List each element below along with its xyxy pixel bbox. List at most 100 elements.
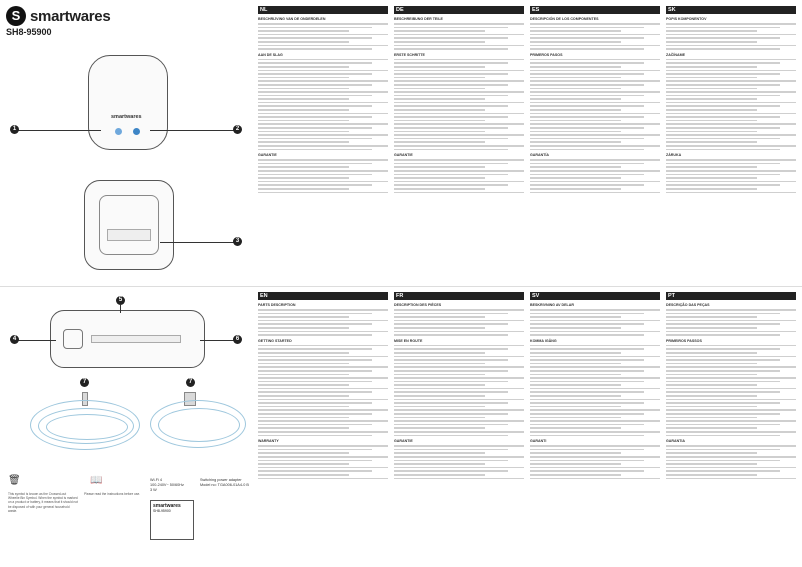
power-cable-coil (150, 400, 246, 448)
text-line (666, 130, 757, 133)
text-line (530, 98, 621, 100)
text-line (530, 477, 660, 480)
hub-brandmark: smartwares (111, 114, 142, 120)
text-line (666, 312, 781, 315)
section-heading: GARANTIA (666, 439, 685, 444)
text-line (394, 445, 524, 447)
text-line (666, 123, 796, 126)
text-line (530, 323, 645, 325)
section-heading: POPIS KOMPONENTOV (666, 17, 707, 21)
text-line (394, 355, 524, 358)
text-line (258, 409, 388, 412)
text-line (530, 369, 645, 372)
text-line (394, 101, 524, 104)
text-line (258, 351, 349, 354)
hub-rear-illustration (84, 180, 174, 270)
text-line (394, 402, 509, 404)
text-line (666, 395, 757, 397)
text-line (258, 398, 388, 401)
text-line (530, 459, 645, 462)
section-heading: AAN DE SLAG (258, 52, 283, 57)
text-line (394, 94, 509, 97)
text-line (666, 326, 757, 329)
text-line (394, 137, 509, 140)
text-line (530, 187, 621, 190)
text-line (530, 348, 645, 350)
text-line (666, 459, 781, 462)
text-line (666, 177, 757, 179)
text-line (258, 137, 373, 140)
text-line (666, 319, 796, 322)
text-line (258, 326, 349, 329)
text-line (530, 448, 645, 451)
text-line (258, 40, 349, 43)
text-line (530, 455, 660, 458)
text-line (530, 162, 645, 165)
text-line (666, 159, 796, 161)
text-line (394, 26, 509, 29)
indicator-wifi-icon (133, 128, 140, 135)
text-line (666, 33, 796, 36)
text-line (258, 463, 349, 465)
text-line (666, 187, 757, 190)
text-line (666, 40, 757, 43)
text-line (258, 323, 373, 325)
text-line (530, 105, 645, 108)
text-line (530, 427, 621, 429)
section-heading: BESKRIVNING AV DELAR (530, 303, 574, 307)
spec-box: smartwares SH8-95900 (150, 500, 194, 540)
text-line (394, 309, 524, 311)
text-line (530, 23, 660, 25)
text-line (530, 391, 645, 394)
callout-2: 2 (233, 125, 242, 134)
text-line (666, 380, 781, 383)
text-line (666, 391, 781, 394)
text-line (666, 466, 796, 469)
text-line (394, 116, 509, 118)
text-line (666, 80, 796, 82)
text-line (666, 448, 781, 451)
text-line (258, 191, 388, 194)
text-line (530, 420, 660, 422)
text-line (530, 351, 621, 354)
text-line (666, 384, 757, 386)
brand-name: smartwares (30, 7, 111, 25)
text-line (530, 319, 660, 322)
callout-5: 5 (116, 296, 125, 305)
text-line (530, 91, 660, 93)
text-line (394, 330, 524, 333)
text-line (258, 116, 373, 118)
text-line (666, 445, 796, 447)
text-line (530, 413, 645, 415)
lang-header: PT (666, 292, 796, 300)
text-line (666, 463, 757, 465)
text-line (258, 184, 373, 186)
text-line (530, 316, 621, 318)
text-line (258, 169, 388, 172)
text-line (666, 420, 796, 422)
text-line (394, 159, 524, 161)
text-line (530, 173, 645, 176)
text-line (530, 416, 621, 419)
text-line (258, 76, 349, 79)
text-line (666, 73, 781, 75)
text-line (394, 366, 524, 368)
text-line (258, 123, 388, 126)
lang-header: EN (258, 292, 388, 300)
text-line (530, 312, 645, 315)
text-line (666, 65, 757, 68)
text-line (258, 65, 349, 68)
text-line (394, 62, 509, 64)
text-line (666, 83, 781, 86)
text-line (258, 105, 373, 108)
text-line (530, 141, 621, 143)
text-line (258, 58, 388, 61)
text-line (666, 48, 781, 50)
text-line (666, 377, 796, 379)
text-line (394, 98, 485, 100)
text-line (666, 134, 796, 136)
text-line (666, 87, 757, 90)
text-line (394, 448, 509, 451)
